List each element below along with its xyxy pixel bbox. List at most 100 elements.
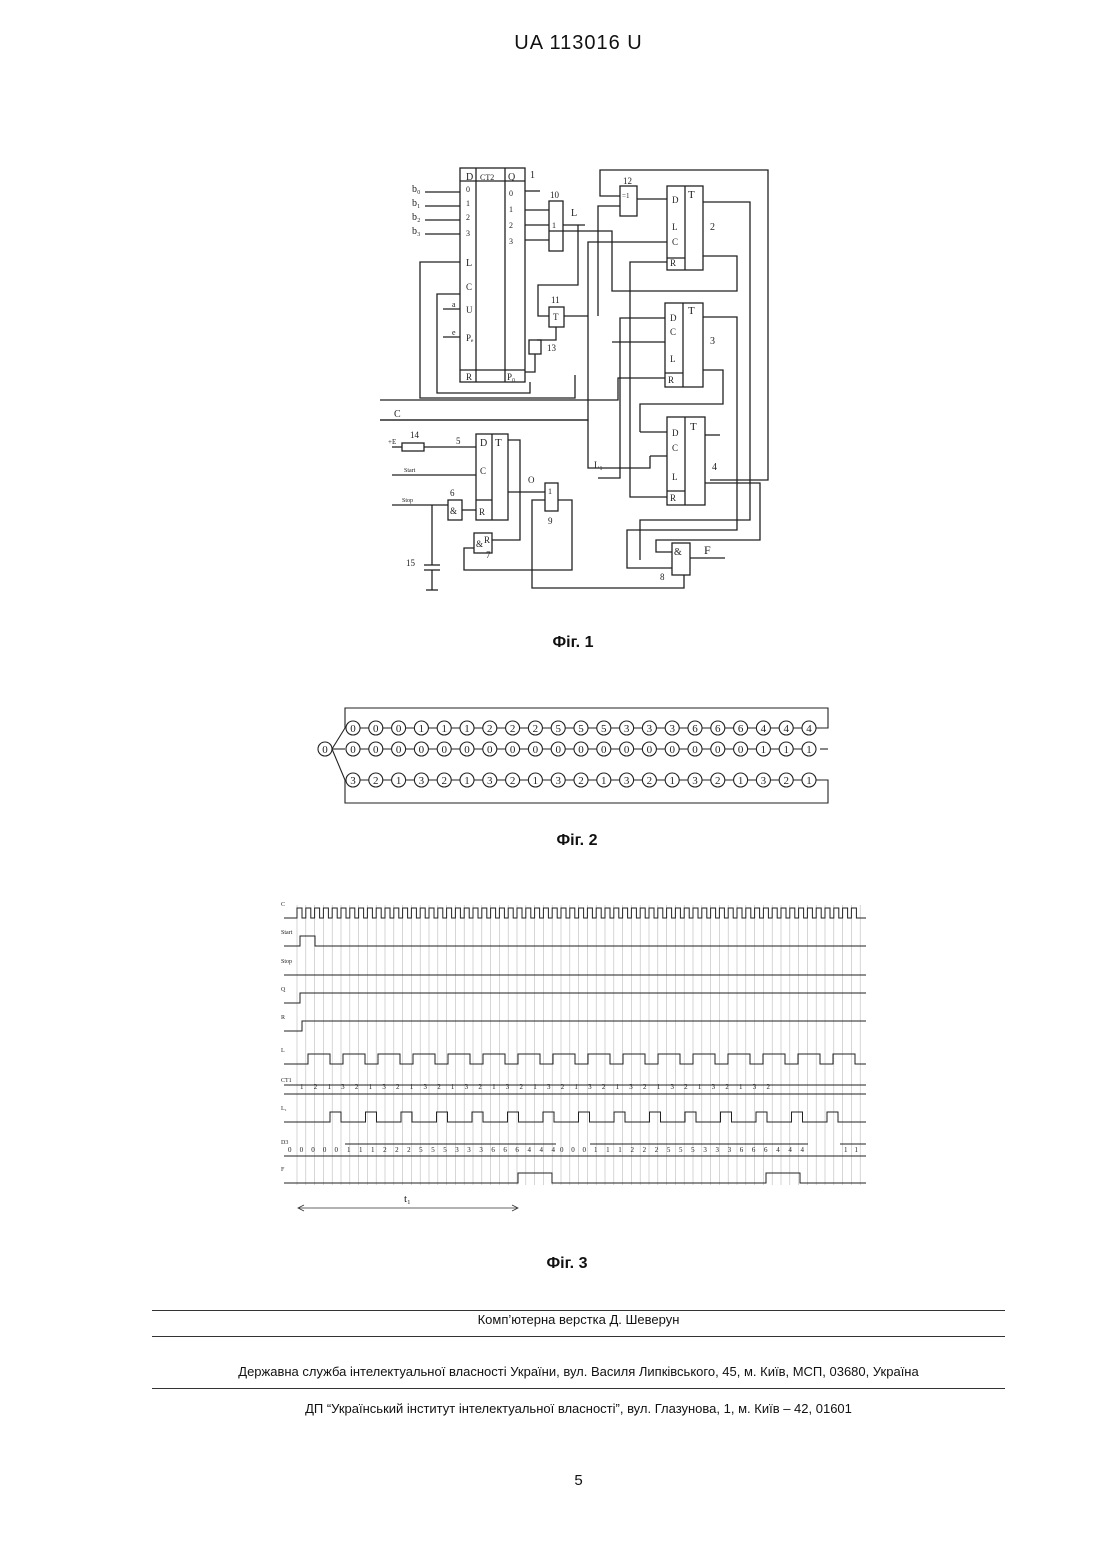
label-big-c: C (394, 409, 401, 420)
state-node-label: 3 (624, 723, 630, 735)
document-header: UA 113016 U (0, 32, 1101, 55)
signal-l1-wave (284, 1112, 866, 1122)
signal-label: L (281, 1048, 285, 1054)
state-node-label: 2 (487, 723, 493, 735)
d3-values-c: 0 0 0 (560, 1146, 587, 1154)
label-n9: 9 (548, 516, 553, 526)
label-b1: b₁ (412, 198, 421, 209)
label-or9: 1 (548, 487, 552, 496)
ct1-values: 1 2 1 3 2 1 3 2 1 3 2 1 3 2 1 3 2 1 3 2 … (300, 1083, 770, 1091)
label-stop: Stop (402, 498, 413, 504)
signal-label: C (281, 902, 285, 908)
signal-label: CT1 (281, 1078, 292, 1084)
state-node-label: 1 (464, 723, 470, 735)
state-node-label: 3 (487, 775, 493, 787)
label-ct: CT2 (480, 173, 494, 182)
label-t4-d: D (672, 428, 679, 438)
state-node-label: 4 (761, 723, 767, 735)
label-t2-d: D (672, 195, 679, 205)
label-big-l: L (571, 208, 577, 219)
state-node-label: 0 (578, 744, 584, 756)
label-p0: P₀ (507, 372, 515, 382)
label-out2: 2 (509, 221, 513, 230)
state-node-label: 0 (373, 723, 379, 735)
label-pe: Pₑ (466, 333, 474, 343)
footer-agency: Державна служба інтелектуальної власност… (152, 1364, 1005, 1379)
state-node-label: 5 (601, 723, 607, 735)
footer-institute: ДП “Український інститут інтелектуальної… (152, 1401, 1005, 1416)
label-c: C (466, 282, 472, 292)
label-t3-t: T (688, 305, 695, 317)
page-number: 5 (0, 1472, 1101, 1489)
label-in1: 1 (466, 199, 470, 208)
signal-f-wave (284, 1173, 866, 1183)
label-t5-t: T (495, 437, 502, 449)
footer-layout-credit: Комп’ютерна верстка Д. Шеверун (152, 1312, 1005, 1327)
label-n15: 15 (406, 558, 416, 568)
label-in3: 3 (466, 229, 470, 238)
label-r: R (466, 372, 472, 382)
figure-2-caption: Фіг. 2 (477, 832, 677, 850)
state-node-label: 3 (555, 775, 561, 787)
figure-1-caption: Фіг. 1 (473, 634, 673, 652)
state-node-label: 0 (350, 744, 356, 756)
label-b3: b₃ (412, 226, 421, 237)
state-node-label: 1 (806, 744, 812, 756)
label-t3-l: L (670, 354, 676, 364)
signal-label: Stop (281, 959, 292, 965)
label-b2: b₂ (412, 212, 421, 223)
label-n2: 2 (710, 222, 715, 233)
label-b0: b₀ (412, 184, 421, 195)
label-e: e (452, 328, 456, 337)
state-node-label: 2 (373, 775, 379, 787)
label-n14: 14 (410, 430, 420, 440)
label-and7: & (476, 539, 483, 549)
state-node-label: 1 (601, 775, 607, 787)
figure-3-caption: Фіг. 3 (467, 1255, 667, 1273)
label-u: U (466, 305, 473, 315)
signal-l-wave (284, 1054, 866, 1064)
label-t5-r: R (479, 507, 485, 517)
label-n13: 13 (547, 343, 557, 353)
state-node-label: 1 (464, 775, 470, 787)
label-t4-r: R (670, 493, 676, 503)
state-node-label: 6 (715, 723, 721, 735)
d3-values-d: 1 1 1 2 2 2 5 5 5 3 3 3 6 6 6 4 4 4 (594, 1146, 805, 1154)
state-node-label: 3 (350, 775, 356, 787)
state-node-label: 3 (669, 723, 675, 735)
label-t2-c: C (672, 237, 678, 247)
state-node-label: 1 (783, 744, 789, 756)
figure-3-timing-diagram: CStartStopQRLCT1L₁D3F 1 2 1 3 2 1 3 2 1 … (275, 895, 875, 1220)
label-q: Q (508, 172, 516, 183)
label-t5-c: C (480, 466, 486, 476)
footer-rule-middle (152, 1336, 1005, 1337)
state-node-label: 5 (578, 723, 584, 735)
label-in0: 0 (466, 185, 470, 194)
state-node-label: 0 (715, 744, 721, 756)
state-node-label: 1 (761, 744, 767, 756)
state-node-label: 0 (419, 744, 425, 756)
label-t2-l: L (672, 222, 678, 232)
state-node-label: 0 (555, 744, 561, 756)
figure-2-state-diagram: 0001112225553336664440000000000000000001… (310, 700, 840, 810)
state-node-label: 0 (373, 744, 379, 756)
label-f: F (704, 543, 711, 557)
label-plus-e: +E (388, 438, 396, 446)
label-t11: T (553, 312, 559, 322)
label-l1: L₁ (594, 460, 603, 470)
label-out1: 1 (509, 205, 513, 214)
label-t2-t: T (688, 189, 695, 201)
d3-values-b: 1 1 1 2 2 2 5 5 5 3 3 3 6 6 6 4 4 4 (347, 1146, 556, 1154)
period-label: t₁ (404, 1193, 411, 1205)
state-node-label: 2 (578, 775, 584, 787)
state-node-label: 2 (715, 775, 721, 787)
label-d: D (466, 172, 473, 183)
label-n3: 3 (710, 336, 715, 347)
state-node-label: 0 (487, 744, 493, 756)
label-and6: & (450, 506, 457, 516)
label-t4-l: L (672, 472, 678, 482)
d3-values-a: 0 0 0 0 0 (288, 1146, 339, 1154)
label-start: Start (404, 468, 416, 474)
state-node-label: 0 (396, 744, 402, 756)
state-node-label: 2 (647, 775, 653, 787)
